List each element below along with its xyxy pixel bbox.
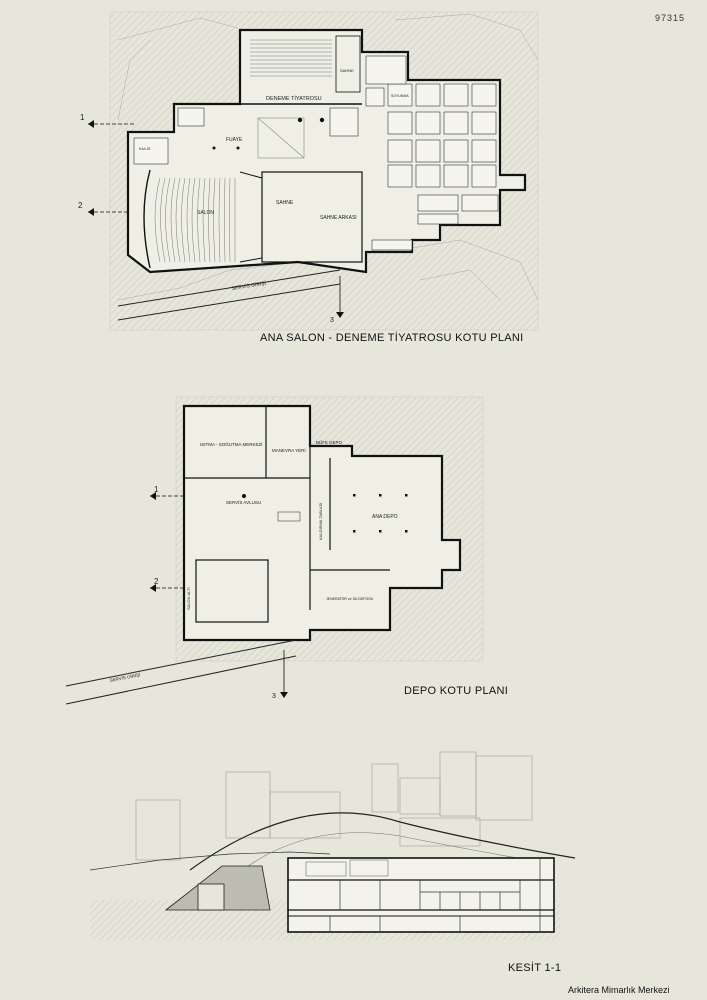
sheet-number: 97315 <box>655 13 686 23</box>
section-main-body <box>287 857 555 933</box>
plan-1-drawing: 1 2 3 DENEME TİYATROSU FUAYE SALON SAHNE… <box>78 11 539 331</box>
plan-2-label-kaldirma: KALDIRMA TABLASI <box>318 503 323 540</box>
plan-2-section-mark-1: 1 <box>154 485 159 494</box>
plan-1-label-soyunma: SOYUNMA <box>391 94 409 98</box>
plan-1-section-markers <box>88 120 344 318</box>
plan-1-label-sahne-arkasi: SAHNE ARKASI <box>320 215 357 221</box>
section-roof-inner <box>229 832 541 881</box>
plan-1-service-ramp <box>117 269 341 321</box>
plan-2-title: DEPO KOTU PLANI <box>404 685 509 697</box>
plan-1-auditorium-seats <box>154 177 236 263</box>
plan-2-columns <box>242 494 408 533</box>
section-entrance-door <box>197 883 225 911</box>
plan-1-deneme-seats <box>250 39 332 77</box>
plan-1-service-rooms <box>133 55 499 251</box>
plan-1-section-mark-2: 2 <box>78 201 83 210</box>
plan-2-label-bufe: BÜFE DEPO <box>316 439 343 445</box>
plan-1-foyer-stair-diagonal <box>257 117 305 159</box>
plan-1-label-sahne: SAHNE <box>276 200 294 206</box>
plan-1-proscenium <box>239 171 263 263</box>
plan-1-label-sahne-top: SAHNE <box>340 68 354 73</box>
plan-2-label-ana-depo: ANA DEPO <box>372 514 398 520</box>
section-drawing <box>89 751 576 940</box>
credit-text: Arkitera Mimarlık Merkezi <box>568 985 670 995</box>
plan-1-title: ANA SALON - DENEME TİYATROSU KOTU PLANI <box>260 332 524 344</box>
section-gallery <box>349 859 389 877</box>
section-stair <box>305 861 347 877</box>
plan-1-section-mark-3: 3 <box>330 317 334 324</box>
plan-2-label-jenerator: JENERATÖR ve SU DEPOSU <box>326 597 374 601</box>
plan-1-columns <box>212 117 325 150</box>
plan-2-label-servis-girisi: SERVİS GİRİŞİ <box>109 671 141 683</box>
plan-1-foyer-stair <box>257 117 305 159</box>
section-partitions <box>329 858 541 932</box>
plan-1-context-lines <box>117 13 539 301</box>
plan-1-label-fuaye: FUAYE <box>226 137 243 143</box>
plan-2-vehicle <box>277 511 301 522</box>
plan-2-label-manevra: MANEVRA YERİ <box>272 447 306 453</box>
plan-1-label-deneme: DENEME TİYATROSU <box>266 95 322 102</box>
plan-1-deneme-stage <box>335 35 361 93</box>
plan-2-section-mark-3: 3 <box>272 693 276 700</box>
plan-2-label-salon-alti: SALON ALTI <box>186 587 191 610</box>
plan-2-label-servis-avlusu: SERVİS AVLUSU <box>226 499 261 505</box>
plan-1-label-salon: SALON <box>197 210 214 216</box>
plan-1-section-mark-1: 1 <box>80 113 85 122</box>
plan-2-drawing: 1 2 3 ISITMA - SOĞUTMA MERKEZİ MANEVRA Y… <box>65 396 484 705</box>
section-title: KESİT 1-1 <box>508 962 562 974</box>
plan-2-interior-walls <box>184 406 390 623</box>
plan-1-dressing-rooms <box>387 83 497 188</box>
plan-2-service-ramp <box>65 639 297 705</box>
plan-2-label-isitma: ISITMA - SOĞUTMA MERKEZİ <box>200 441 263 447</box>
plan-2-section-mark-2: 2 <box>154 577 159 586</box>
plan-2-section-markers <box>150 492 288 698</box>
plan-2-building-outline <box>182 404 462 642</box>
plan-1-auditorium-wall <box>143 169 151 269</box>
section-roof-curve <box>189 812 576 871</box>
section-background-buildings <box>135 751 533 861</box>
plan-1-label-kulis: KULİS <box>139 146 151 151</box>
section-building <box>164 857 555 933</box>
section-terrain-line <box>89 851 331 871</box>
